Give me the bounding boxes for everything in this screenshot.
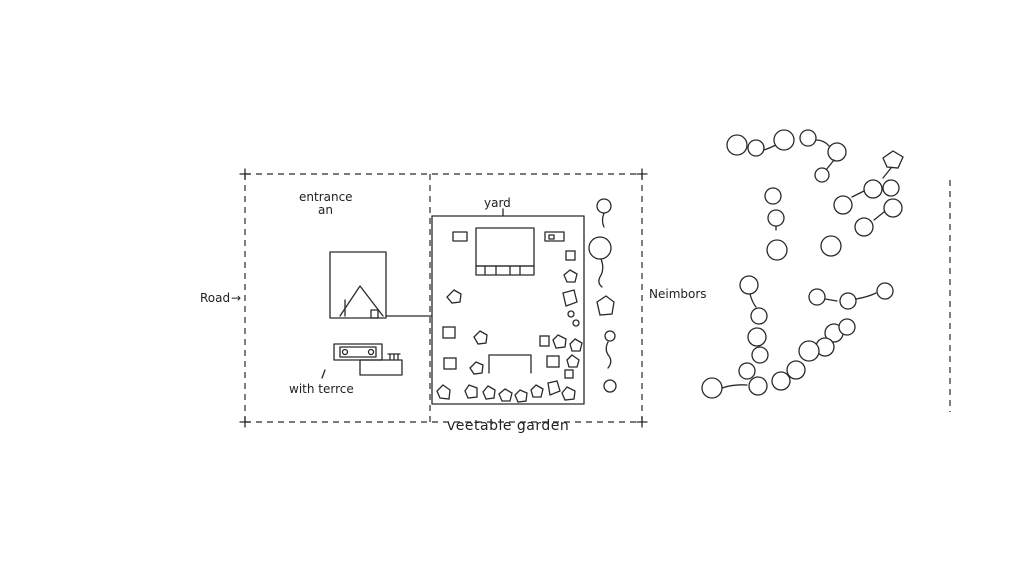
road-arrow: → xyxy=(231,291,241,305)
hedge xyxy=(588,198,617,393)
garden-label: veetable garden xyxy=(447,418,569,434)
yard-label: yard xyxy=(484,196,511,210)
neighbors-label: Neimbors xyxy=(649,287,707,301)
property-boundary xyxy=(239,168,951,428)
road-label: Road xyxy=(200,291,230,305)
yard-shrubs xyxy=(436,250,583,403)
terrace xyxy=(321,343,403,379)
terrace-label: with terrce xyxy=(289,382,354,396)
entrance-label: entrance xyxy=(299,190,353,204)
house xyxy=(329,251,433,319)
neighbor-trees xyxy=(701,129,904,399)
entrance-sublabel: an xyxy=(318,203,333,217)
yard-plot xyxy=(431,208,585,405)
